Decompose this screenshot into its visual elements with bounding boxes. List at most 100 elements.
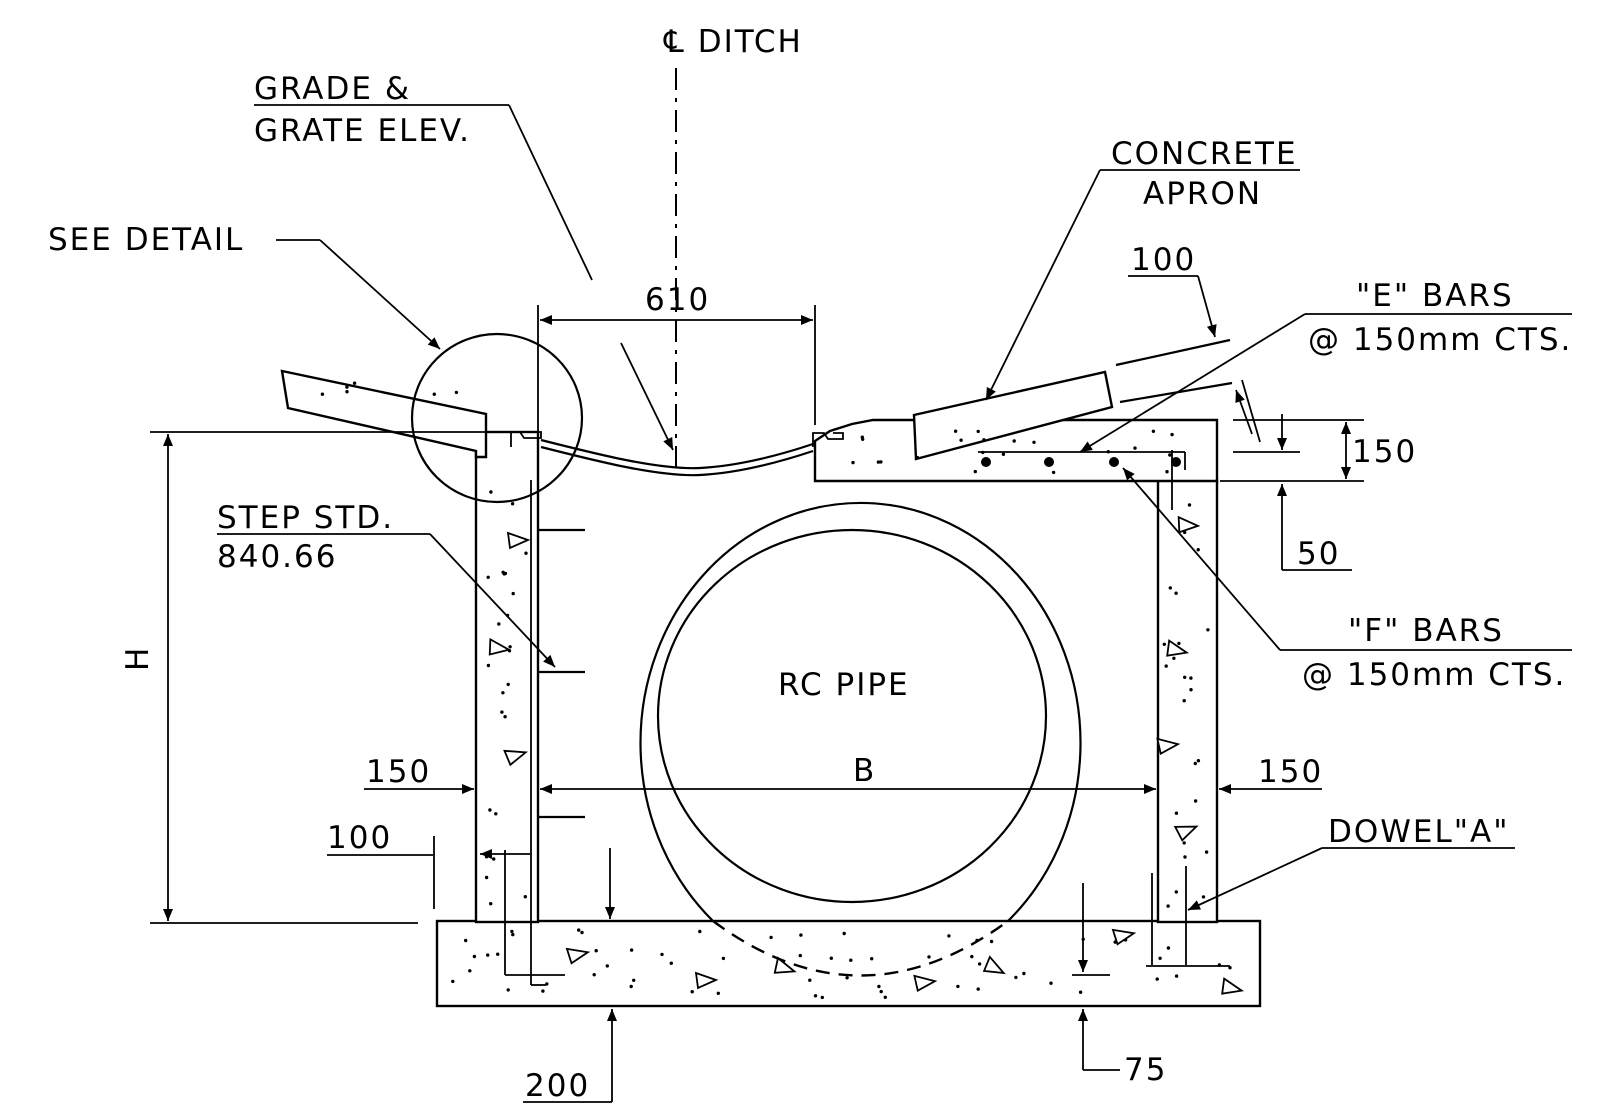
concrete-stipple-dot [488, 808, 492, 812]
concrete-stipple-dot [1183, 855, 1187, 859]
concrete-stipple-dot [506, 682, 510, 687]
concrete-stipple-dot [1049, 981, 1053, 985]
concrete-stipple-dot [1174, 811, 1179, 815]
concrete-stipple-dot [883, 995, 887, 999]
concrete-stipple-dot [879, 460, 883, 464]
pipe-outer-circle [639, 501, 1082, 922]
see-detail-label: SEE DETAIL [48, 222, 244, 258]
dim-75-label: 75 [1124, 1052, 1167, 1088]
dim-50-label: 50 [1297, 536, 1340, 572]
concrete-stipple-dot [1172, 656, 1176, 660]
concrete-stipple-dot [1193, 761, 1198, 766]
structure [280, 338, 1262, 1008]
concrete-stipple-dot [1133, 446, 1137, 450]
dim-150-slab-label: 150 [1352, 434, 1417, 470]
concrete-stipple-dot [870, 957, 874, 961]
left-apron [280, 369, 488, 459]
aggregate-triangle [982, 955, 1006, 975]
e-bar-dot [1044, 457, 1054, 467]
concrete-stipple-dot [511, 591, 515, 596]
concrete-stipple-dot [1164, 664, 1168, 668]
concrete-stipple-dot [454, 390, 459, 395]
aggregate-triangle [1177, 515, 1201, 534]
grate-frame-right [812, 432, 844, 447]
concrete-stipple-dot [690, 990, 694, 994]
concrete-stipple-dot [1196, 548, 1200, 552]
concrete-stipple-dot [861, 437, 865, 441]
concrete-stipple-dot [605, 964, 609, 968]
concrete-stipple-dot [769, 935, 773, 940]
concrete-stipple-dot [1168, 453, 1172, 457]
concrete-stipple-dot [1174, 890, 1179, 894]
concrete-stipple-dot [1196, 759, 1201, 763]
grade-leader [508, 104, 593, 281]
concrete-stipple-dot [1204, 850, 1209, 854]
concrete-stipple-dot [976, 987, 980, 991]
annotations: ℄ DITCH GRADE & GRATE ELEV. SEE DETAIL C… [48, 24, 1572, 1104]
concrete-stipple-dot [1174, 974, 1179, 978]
concrete-stipple-dot [798, 953, 802, 958]
concrete-stipple-dot [1162, 642, 1167, 646]
concrete-stipple-dot [1170, 432, 1174, 437]
concrete-stipple-dot [845, 976, 849, 980]
concrete-stipple-dot [497, 622, 501, 626]
concrete-stipple-dot [486, 575, 490, 579]
dowel-label: DOWEL"A" [1328, 814, 1510, 850]
concrete-stipple-dot [523, 895, 527, 899]
concrete-stipple-dot [1078, 990, 1083, 994]
concrete-stipple-dot [486, 663, 491, 668]
concrete-stipple-dot [1012, 439, 1016, 443]
concrete-stipple-dot [947, 934, 951, 938]
step-label-line1: STEP STD. [217, 500, 394, 536]
concrete-stipple-dot [1228, 966, 1232, 970]
dim-150-right-label: 150 [1258, 754, 1323, 790]
step-label-line2: 840.66 [217, 539, 337, 575]
aggregate-triangle [694, 971, 719, 990]
concrete-stipple-dot [432, 392, 436, 396]
concrete-stipple-dot [1168, 586, 1173, 590]
concrete-stipple-dot [503, 715, 507, 719]
dim-150-left-label: 150 [366, 754, 431, 790]
dim-100-step-label: 100 [327, 820, 392, 856]
concrete-stipple-dot [669, 961, 673, 965]
aggregate-triangle [1221, 977, 1245, 995]
concrete-stipple-dot [1166, 904, 1170, 908]
concrete-stipple-dot [813, 994, 818, 998]
concrete-stipple-dot [959, 438, 963, 442]
concrete-stipple-dot [829, 956, 833, 960]
concrete-stipple-dot [594, 949, 598, 953]
concrete-stipple-dot [927, 955, 931, 959]
concrete-stipple-dot [1182, 699, 1186, 703]
aggregate-triangle [503, 749, 528, 767]
concrete-stipple-dot [799, 933, 803, 937]
aggregate-triangle [488, 637, 512, 656]
concrete-stipple-dot [1165, 470, 1169, 474]
concrete-stipple-dot [510, 502, 515, 506]
concrete-stipple-dot [849, 958, 853, 962]
concrete-stipple-dot [577, 928, 581, 932]
concrete-stipple-dot [502, 572, 506, 576]
rc-pipe [639, 501, 1082, 977]
e-bar-dot [981, 457, 991, 467]
concrete-stipple-dot [1174, 591, 1178, 595]
concrete-stipple-dot [1001, 452, 1006, 456]
left-wall [474, 430, 540, 924]
concrete-stipple-dot [545, 982, 549, 986]
right-wall [1156, 478, 1219, 924]
concrete-stipple-dot [876, 460, 881, 464]
dim-200-label: 200 [525, 1068, 590, 1104]
concrete-stipple-dot [508, 645, 512, 649]
concrete-stipple-dot [1106, 450, 1111, 454]
concrete-stipple-dot [956, 984, 960, 989]
e-bars-label-line2: @ 150mm CTS. [1308, 322, 1572, 358]
concrete-stipple-dot [1166, 946, 1171, 950]
concrete-stipple-dot [464, 938, 468, 943]
dowel-leader [1187, 847, 1323, 911]
concrete-stipple-dot [1151, 429, 1156, 433]
concrete-stipple-dot [506, 988, 510, 992]
grade-arrow [620, 342, 674, 451]
concrete-stipple-dot [977, 962, 982, 966]
concrete-stipple-dot [489, 902, 493, 906]
concrete-stipple-dot [842, 931, 846, 936]
